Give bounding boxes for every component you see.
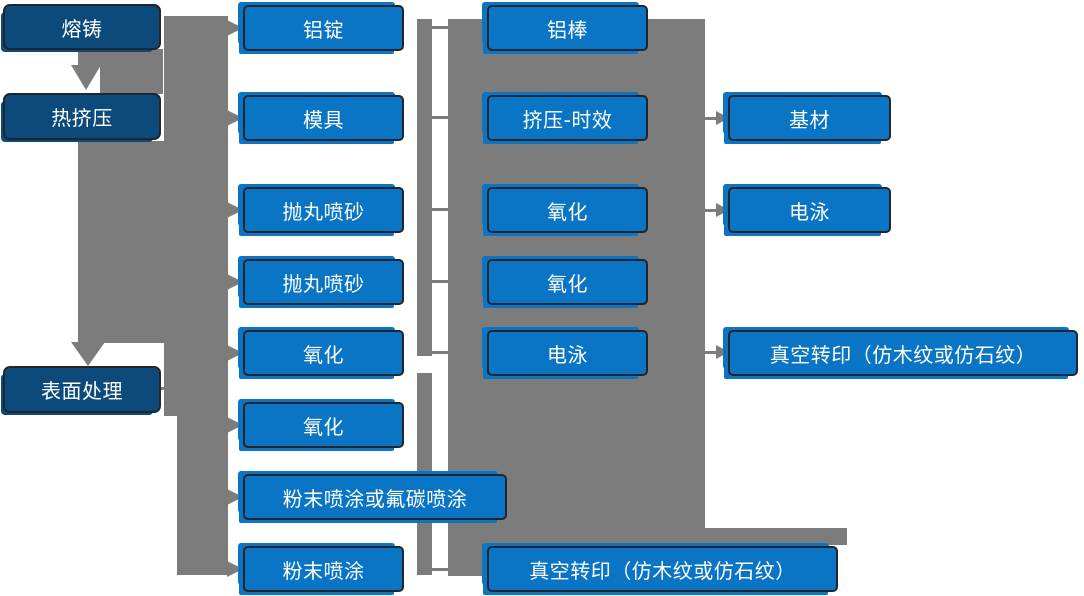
node-vacuum-transfer-2: 真空转印（仿木纹或仿石纹） [728, 330, 1078, 376]
connector-sliver-to-hot-extrusion [100, 63, 163, 94]
arrow-down-to-surface-treatment-icon [71, 342, 105, 366]
connector-mid-bar-upper [417, 19, 432, 356]
node-shot-blasting-2: 抛丸喷砂 [243, 259, 404, 305]
connector-stub-surface-treatment [159, 387, 179, 390]
arrow-right-to-vacuum-transfer-icon [716, 345, 729, 359]
node-melt-casting: 熔铸 [3, 4, 161, 50]
arrow-right-to-base-material-icon [716, 111, 729, 125]
connector-stem-to-vacuum-transfer [702, 351, 716, 354]
arrow-right-to-electrophoresis-icon [716, 203, 729, 217]
connector-mid-stub-row4 [432, 280, 448, 283]
node-electrophoresis-2: 电泳 [728, 187, 891, 233]
node-aluminum-ingot: 铝锭 [243, 5, 404, 51]
arrow-down-to-hot-extrusion-icon [71, 65, 101, 90]
node-mold: 模具 [243, 95, 404, 141]
arrow-right-to-mold-icon [227, 110, 243, 126]
node-shot-blasting-1: 抛丸喷砂 [243, 187, 404, 233]
connector-mid-stub-row3 [432, 208, 448, 211]
arrow-right-to-oxidation-1-icon [227, 345, 243, 361]
node-hot-extrusion: 热挤压 [3, 93, 161, 140]
node-extrusion-aging: 挤压-时效 [487, 95, 648, 141]
connector-stem-to-electrophoresis [702, 209, 716, 212]
node-aluminum-rod: 铝棒 [487, 5, 648, 51]
arrow-right-to-aluminum-ingot-icon [227, 20, 243, 36]
node-oxidation-3: 氧化 [487, 187, 648, 233]
node-oxidation-1: 氧化 [243, 330, 404, 376]
node-vacuum-transfer-1: 真空转印（仿木纹或仿石纹） [487, 546, 838, 592]
node-powder-coating: 粉末喷涂 [243, 546, 404, 592]
connector-stem-to-base-material [702, 117, 716, 120]
connector-vertical-band-lower [177, 416, 228, 575]
arrow-right-to-oxidation-2-icon [227, 417, 243, 433]
node-oxidation-2: 氧化 [243, 402, 404, 448]
connector-left-mass [78, 141, 166, 343]
connector-band-column3-foot [705, 528, 847, 545]
node-surface-treatment: 表面处理 [3, 366, 161, 413]
node-powder-or-fluorocarbon-coating: 粉末喷涂或氟碳喷涂 [243, 474, 507, 520]
arrow-right-to-powder-or-fluorocarbon-icon [227, 489, 243, 505]
node-oxidation-4: 氧化 [487, 259, 648, 305]
connector-vertical-band-upper [164, 16, 228, 416]
connector-band-below-melt-casting [78, 49, 163, 66]
node-electrophoresis-1: 电泳 [487, 330, 648, 376]
arrow-right-to-shot-blasting-2-icon [227, 274, 243, 290]
arrow-right-to-powder-coating-icon [227, 561, 243, 577]
node-base-material: 基材 [728, 95, 891, 141]
connector-mid-stub-row2 [432, 116, 448, 119]
arrow-right-to-shot-blasting-1-icon [227, 202, 243, 218]
connector-mid-stub-row1 [432, 26, 448, 29]
connector-mid-stub-row5 [432, 351, 448, 354]
